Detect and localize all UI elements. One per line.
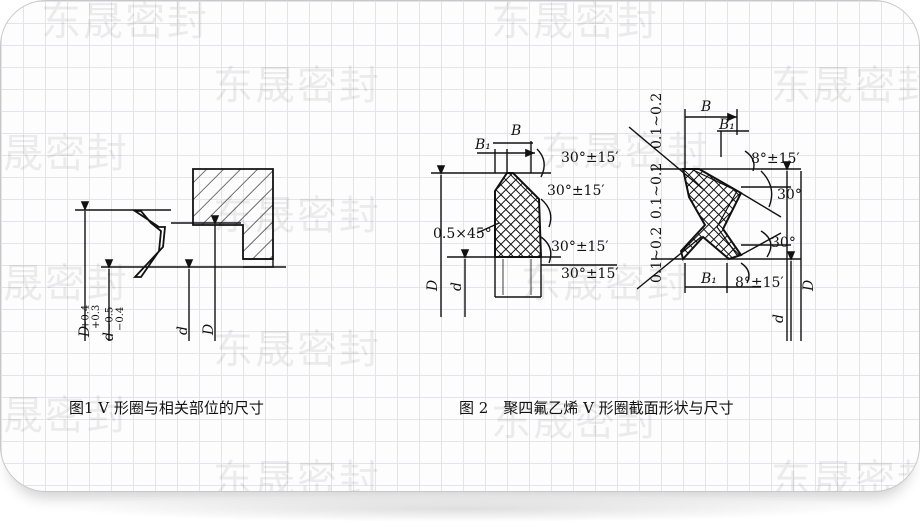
- label-d: d: [771, 314, 787, 323]
- watermark: 东晟密封: [1, 393, 129, 439]
- dim-D-tolerance: +0.3+0.4: [81, 305, 103, 329]
- technical-drawing: D +0.3+0.4 d −0.4−0.5 d D: [75, 93, 817, 341]
- label-B1-top: B₁: [718, 117, 735, 133]
- tolerance-low: 0.1~0.2: [649, 227, 665, 283]
- angle-30-lower: 30°: [771, 235, 796, 251]
- card-shadow: [60, 496, 860, 522]
- label-d: d: [449, 282, 465, 291]
- dim-d-tolerance: −0.4−0.5: [105, 307, 127, 331]
- watermark: 东晟密封: [1, 131, 129, 177]
- watermark: 东晟密封: [771, 457, 919, 492]
- watermark: 东晟密封: [541, 129, 709, 175]
- figure1-caption: 图1 V 形圈与相关部位的尺寸: [69, 399, 264, 417]
- chamfer: 0.5×45°: [433, 226, 492, 242]
- angle-top: 30°±15′: [561, 150, 619, 166]
- figure2-left-drawing: [431, 141, 617, 317]
- angle-bottom: 8°±15′: [735, 275, 784, 291]
- dim-d-label: d: [101, 332, 117, 341]
- watermark: 东晟密封: [491, 399, 659, 445]
- label-B1: B₁: [474, 137, 491, 153]
- dim-D-label: D: [77, 326, 93, 338]
- label-d: d: [175, 326, 191, 335]
- watermark: 东晟密封: [213, 327, 381, 373]
- watermark: 东晟密封: [41, 0, 209, 45]
- figure2-caption: 图 2 聚四氟乙烯 V 形圈截面形状与尺寸: [459, 399, 734, 417]
- figure1-drawing: [75, 168, 286, 341]
- figure2-left-labels: B B₁ 30°±15′ 30°±15′ 0.5×45° 30°±15′ 30°…: [425, 123, 619, 292]
- watermark: 东晟密封: [213, 63, 381, 109]
- figure-card: 东晟密封 东晟密封 东晟密封 东晟密封 东晟密封 东晟密封 东晟密封 东晟密封 …: [0, 0, 920, 492]
- angle-bottom: 30°±15′: [561, 266, 619, 282]
- tolerance-mid: 0.1~0.2: [649, 163, 665, 219]
- watermark: 东晟密封: [213, 457, 381, 492]
- label-B: B: [510, 123, 521, 139]
- figure2-right-labels: 0.1~0.2 B B₁ 8°±15′ 0.1~0.2 0.1~0.2 30° …: [649, 93, 817, 323]
- figure2-right-drawing: [628, 109, 802, 341]
- label-B1-bottom: B₁: [700, 271, 717, 287]
- tolerance-top: 0.1~0.2: [649, 93, 665, 149]
- angle-low: 30°±15′: [551, 239, 609, 255]
- label-D: D: [801, 280, 817, 292]
- watermark: 东晟密封: [521, 261, 689, 307]
- angle-30-upper: 30°: [777, 187, 802, 203]
- angle-mid: 30°±15′: [547, 183, 605, 199]
- watermark: 东晟密封: [491, 0, 659, 45]
- figure1-labels: D +0.3+0.4 d −0.4−0.5 d D: [77, 305, 217, 341]
- label-B: B: [700, 99, 711, 115]
- angle-top: 8°±15′: [751, 151, 800, 167]
- label-D: D: [425, 280, 441, 292]
- label-D: D: [201, 324, 217, 336]
- watermark: 东晟密封: [771, 63, 919, 109]
